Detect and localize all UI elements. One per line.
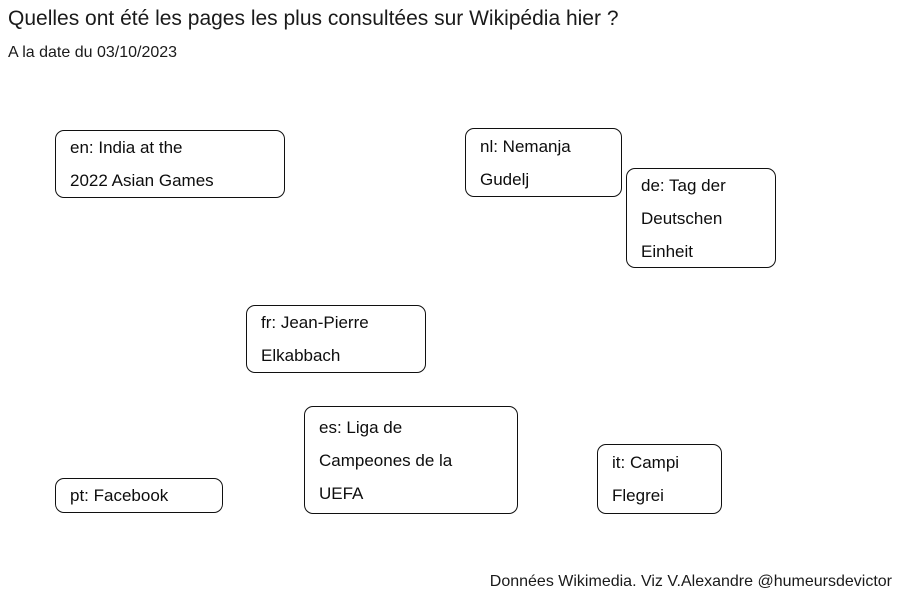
- page-node-label-line: de: Tag der: [641, 175, 726, 195]
- page-node-label-line: Flegrei: [612, 486, 664, 505]
- page-node-label-line: Einheit: [641, 241, 693, 261]
- page-node-label-line: Deutschen: [641, 208, 723, 228]
- page-node-en[interactable]: en: India at the 2022 Asian Games: [55, 130, 285, 198]
- page-node-label-line: Elkabbach: [261, 346, 341, 365]
- page-title: Quelles ont été les pages les plus consu…: [8, 7, 619, 30]
- page-node-label-line: 2022 Asian Games: [70, 171, 214, 190]
- page-node-label-line: Gudelj: [480, 169, 530, 189]
- page-node-label-line: nl: Nemanja: [480, 136, 571, 156]
- page-node-es[interactable]: es: Liga de Campeones de la UEFA: [304, 406, 518, 514]
- page-node-label-line: UEFA: [319, 483, 364, 503]
- page-node-label-line: fr: Jean-Pierre: [261, 313, 369, 332]
- page-node-label-line: pt: Facebook: [70, 486, 169, 505]
- page-node-label-line: en: India at the: [70, 138, 183, 157]
- page-node-label-line: it: Campi: [612, 453, 680, 472]
- page-node-label-line: Campeones de la: [319, 450, 453, 470]
- page-subtitle: A la date du 03/10/2023: [8, 44, 178, 61]
- page-node-pt[interactable]: pt: Facebook: [55, 478, 223, 513]
- footer-credit: Données Wikimedia. Viz V.Alexandre @hume…: [489, 573, 892, 590]
- page-node-label-line: es: Liga de: [319, 417, 403, 437]
